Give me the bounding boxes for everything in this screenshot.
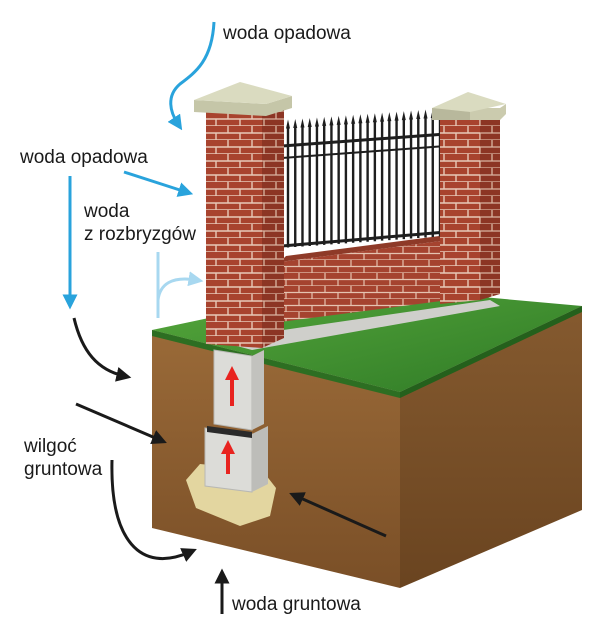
label-soil-line1: wilgoć xyxy=(24,436,77,457)
left-pillar-side xyxy=(262,104,284,348)
label-splash-line2: z rozbryzgów xyxy=(84,224,196,245)
rain-arrow-diagonal xyxy=(123,170,194,197)
capillary-arrow-lower xyxy=(221,440,235,474)
fence-bar-spike xyxy=(372,113,377,123)
fence-bar-spike xyxy=(387,112,392,122)
foundation-wall-side xyxy=(252,350,264,430)
right-pillar-front xyxy=(440,118,480,304)
fence-bar-spike xyxy=(394,111,399,121)
moisture-arrow-curve-bottom xyxy=(110,459,197,562)
rain-arrow-top xyxy=(167,21,216,131)
fence-rail-top xyxy=(281,132,447,148)
label-rain-water-top: woda opadowa xyxy=(223,23,351,44)
brick-wall-front xyxy=(280,238,464,322)
foundation-footing-side xyxy=(252,426,268,492)
fence-bar-spike xyxy=(416,110,421,120)
left-pillar-cap xyxy=(194,82,292,104)
label-splash-line1: woda xyxy=(84,201,130,222)
brick-wall-top xyxy=(280,232,470,262)
fence-bar-spike xyxy=(423,109,428,119)
splash-arrow-path xyxy=(156,252,196,318)
fence-bar-spike xyxy=(409,110,414,120)
fence-bar-spike xyxy=(336,115,341,125)
fence-bar-spike xyxy=(351,114,356,124)
splash-arrow xyxy=(156,252,196,318)
left-pillar-cap-base xyxy=(194,96,292,116)
plinth-strip xyxy=(214,300,500,350)
fence-bar-spike xyxy=(358,114,363,124)
fence-bar-spike xyxy=(286,119,290,129)
foundation-insulation xyxy=(207,426,252,438)
fence-bar-spike xyxy=(401,111,406,121)
fence-bar-spike xyxy=(343,115,348,125)
rain-arrows xyxy=(62,21,216,310)
fence-bar-spike xyxy=(380,112,385,122)
fence-bar-spike xyxy=(365,113,370,123)
right-pillar-cap xyxy=(432,92,506,112)
label-rain-water-left: woda opadowa xyxy=(20,147,148,168)
right-pillar xyxy=(432,92,506,304)
moisture-arrow-diagonal xyxy=(75,402,167,444)
grass-side-edge xyxy=(400,306,582,398)
fence-panel xyxy=(281,108,447,248)
label-soil-moisture: wilgoć gruntowa xyxy=(24,435,102,481)
grass-front-edge xyxy=(152,330,400,398)
label-soil-line2: gruntowa xyxy=(24,459,103,480)
right-pillar-side xyxy=(480,112,500,300)
label-splash-water: woda z rozbryzgów xyxy=(84,200,196,246)
left-pillar-front xyxy=(206,108,262,348)
fence-rail-mid xyxy=(281,145,447,159)
moisture-arrow-curve-top xyxy=(72,317,132,382)
fence-bar-spike xyxy=(322,116,327,126)
left-pillar xyxy=(194,82,292,348)
fence-bar-spike xyxy=(329,116,334,126)
fence-bar-spike xyxy=(314,117,319,127)
brick-wall xyxy=(280,232,470,322)
capillary-arrow-upper xyxy=(225,366,239,406)
soil-moisture-arrows xyxy=(72,317,387,562)
fence-bar-spike xyxy=(307,117,312,127)
fence-bar-spike xyxy=(293,119,298,129)
fence-bar-spike xyxy=(300,118,305,128)
moisture-arrow-right xyxy=(289,492,387,538)
fence-bars xyxy=(286,108,442,248)
label-groundwater: woda gruntowa xyxy=(232,594,361,615)
right-pillar-cap-side xyxy=(432,108,470,120)
capillary-arrows xyxy=(221,366,239,474)
